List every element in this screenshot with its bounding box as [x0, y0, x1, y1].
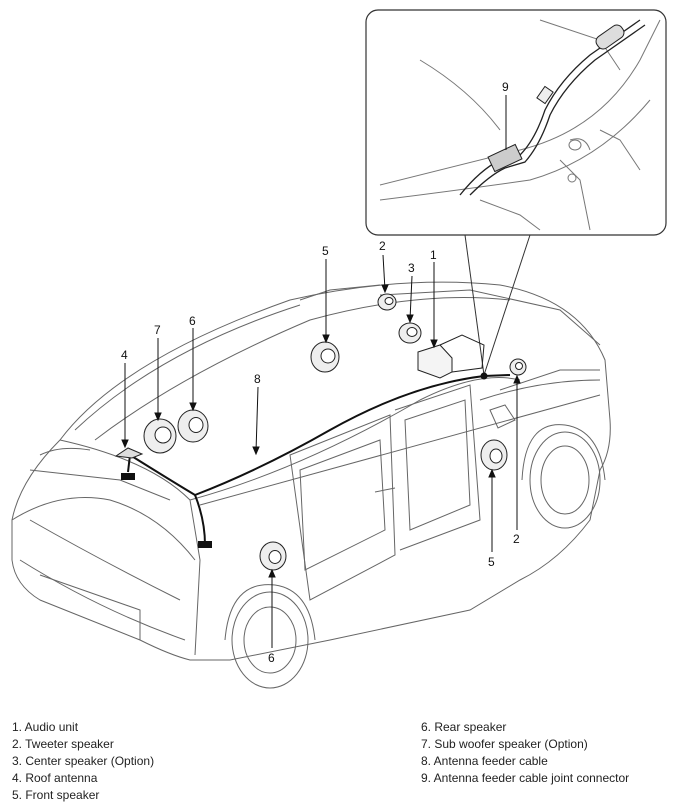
center-speaker: [398, 322, 422, 344]
audio-unit-bracket: [439, 334, 485, 373]
sub-woofer-speaker: [143, 418, 177, 454]
callout-2-side: 2: [513, 532, 520, 546]
legend-item: 4. Roof antenna: [12, 771, 98, 785]
audio-unit: [417, 344, 453, 379]
legend-item: 7. Sub woofer speaker (Option): [421, 737, 588, 751]
legend-item: 8. Antenna feeder cable: [421, 754, 548, 768]
vehicle-audio-diagram: 1 2 2 3 4 5 5 6 6 7 8 9: [11, 9, 667, 689]
legend-item: 3. Center speaker (Option): [12, 754, 155, 768]
legend-item: 5. Front speaker: [12, 788, 100, 802]
callout-8: 8: [254, 372, 261, 386]
speakers: [143, 293, 527, 571]
callout-7: 7: [154, 323, 161, 337]
legend-right: 6. Rear speaker 7. Sub woofer speaker (O…: [421, 719, 629, 787]
tweeter-speaker-roof: [377, 293, 397, 311]
rear-speaker-door: [259, 541, 287, 571]
legend-item: 6. Rear speaker: [421, 720, 507, 734]
callout-2-roof: 2: [379, 239, 386, 253]
legend-item: 2. Tweeter speaker: [12, 737, 114, 751]
callout-9: 9: [502, 80, 509, 94]
inset-pointer-lines: [464, 234, 531, 376]
antenna-feeder-cable: [127, 374, 511, 546]
vehicle-outline: [11, 281, 611, 689]
front-speaker-roof: [310, 341, 340, 373]
callout-1: 1: [430, 248, 437, 262]
callout-6-door: 6: [268, 651, 275, 665]
cable-end-antenna: [121, 473, 135, 480]
callout-6-top: 6: [189, 314, 196, 328]
callout-4: 4: [121, 348, 128, 362]
callout-5-door: 5: [488, 555, 495, 569]
callout-3: 3: [408, 261, 415, 275]
cable-end-rear: [198, 541, 212, 548]
rear-speaker-top: [177, 409, 209, 443]
leader-lines: [121, 254, 521, 648]
legend-item: 9. Antenna feeder cable joint connector: [421, 771, 630, 785]
legend-left: 1. Audio unit 2. Tweeter speaker 3. Cent…: [12, 719, 154, 804]
inset-detail: [365, 9, 667, 236]
legend-item: 1. Audio unit: [12, 720, 79, 734]
callout-5-roof: 5: [322, 244, 329, 258]
tweeter-speaker-side: [509, 358, 527, 376]
roof-antenna: [114, 447, 144, 459]
joint-connector-dot: [480, 372, 488, 380]
front-speaker-door: [480, 439, 508, 471]
